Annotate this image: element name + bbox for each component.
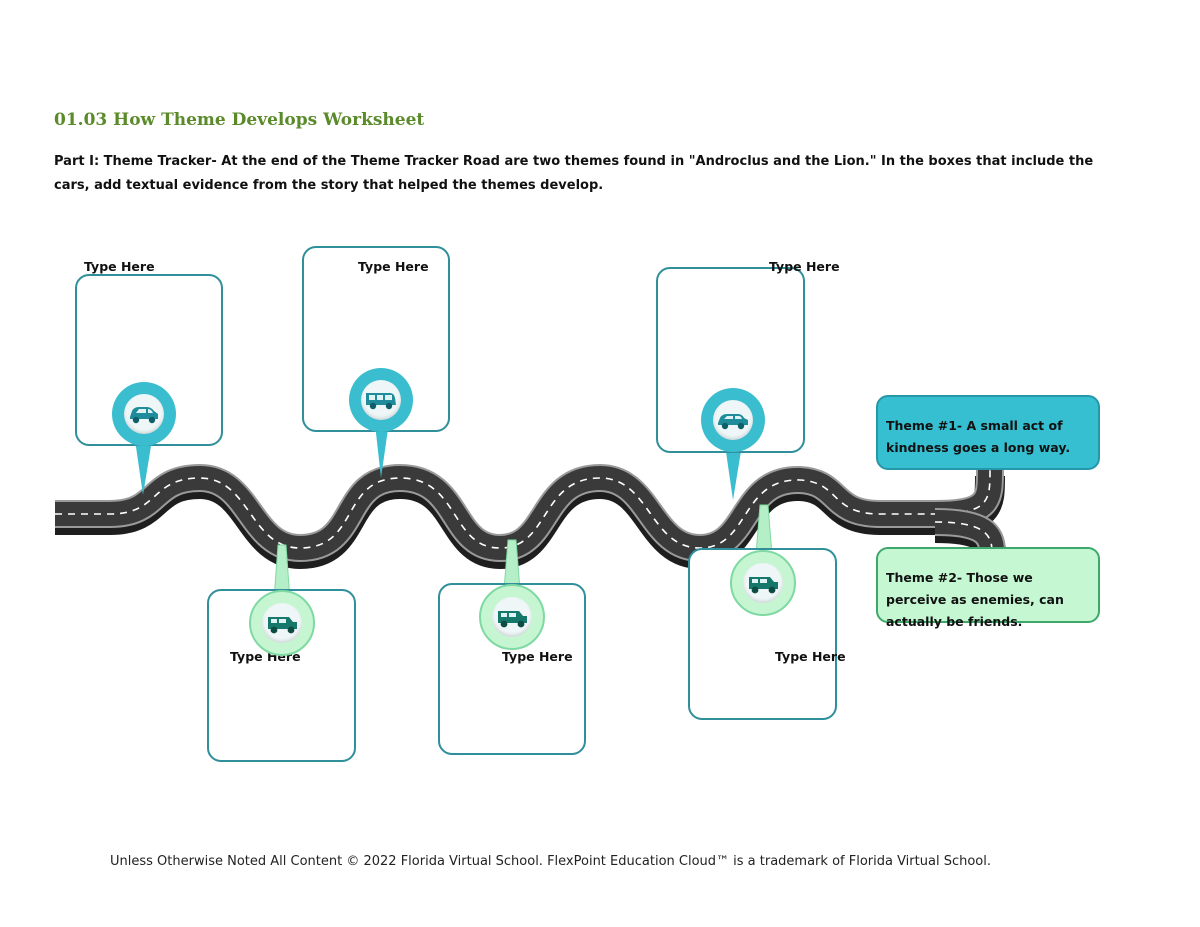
jeep-icon xyxy=(749,577,778,594)
evidence-box-1-label: Type Here xyxy=(84,259,155,274)
pin-tail xyxy=(725,445,742,500)
map-pin-2 xyxy=(349,368,413,432)
pin-tail xyxy=(135,440,152,495)
jeep-icon xyxy=(268,617,297,634)
evidence-box-6-label: Type Here xyxy=(775,649,846,664)
theme-2-text: Theme #2- Those we perceive as enemies, … xyxy=(886,570,1064,629)
evidence-box-3-label: Type Here xyxy=(769,259,840,274)
van-icon xyxy=(366,393,396,410)
map-pin-5 xyxy=(479,584,545,650)
evidence-box-2-label: Type Here xyxy=(358,259,429,274)
car-icon xyxy=(130,407,158,424)
theme-1-text: Theme #1- A small act of kindness goes a… xyxy=(886,418,1071,455)
map-pin-4 xyxy=(249,590,315,656)
jeep-icon xyxy=(498,611,527,628)
copyright-footer: Unless Otherwise Noted All Content © 202… xyxy=(110,854,991,869)
page-title: 01.03 How Theme Develops Worksheet xyxy=(54,110,425,130)
theme-2-box: Theme #2- Those we perceive as enemies, … xyxy=(876,547,1100,629)
theme-1-box: Theme #1- A small act of kindness goes a… xyxy=(876,395,1100,470)
evidence-box-5-label: Type Here xyxy=(502,649,573,664)
map-pin-6 xyxy=(730,550,796,616)
map-pin-3 xyxy=(701,388,765,452)
map-pin-1 xyxy=(112,382,176,446)
car-icon xyxy=(718,414,748,430)
instructions-text: Part I: Theme Tracker- At the end of the… xyxy=(54,154,1094,193)
